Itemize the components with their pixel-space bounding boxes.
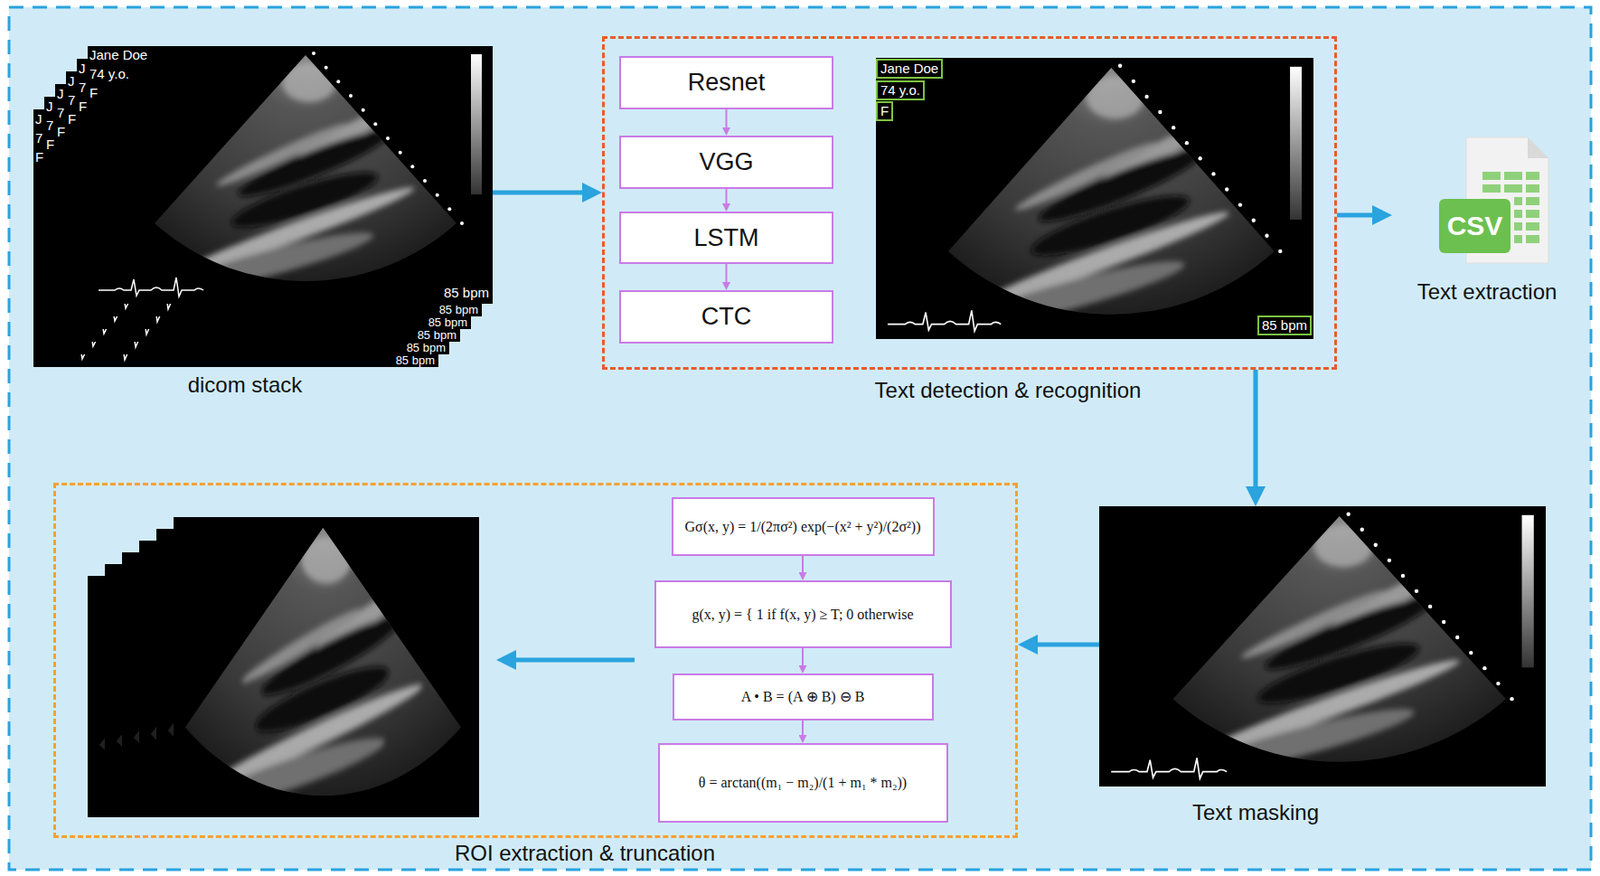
image-caption: Text masking	[1192, 800, 1319, 825]
formula-box: Gσ(x, y) = 1/(2πσ²) exp(−(x² + y²)/(2σ²)…	[671, 497, 935, 556]
stacked-overlay-text: 7	[56, 103, 65, 123]
icon-caption: Text extraction	[1417, 280, 1558, 304]
box-label: Resnet	[687, 68, 766, 97]
step-arrow	[725, 188, 728, 204]
dicom-frames	[33, 46, 493, 368]
stacked-overlay-text: 7	[46, 116, 54, 135]
stacked-overlay-text: 7	[67, 91, 76, 110]
flow-arrow	[1253, 369, 1259, 487]
detected-text: Jane Doe	[880, 60, 939, 77]
flow-arrow	[492, 190, 583, 196]
stage-group: ROI extraction & truncationGσ(x, y) = 1/…	[53, 482, 1018, 838]
flow-arrow	[1336, 213, 1373, 218]
detected-text-box: F	[875, 101, 894, 122]
step-arrow	[801, 720, 804, 735]
formula: A • B = (A ⊕ B) ⊖ B	[741, 687, 866, 706]
process-box: VGG	[619, 135, 834, 189]
stacked-overlay-text: 85 bpm	[439, 303, 479, 317]
background-panel	[9, 7, 1591, 870]
stacked-overlay-text: 85 bpm	[428, 316, 468, 330]
step-arrow	[801, 555, 804, 573]
step-arrow	[725, 263, 728, 283]
detected-text: F	[880, 103, 889, 120]
output-arrow	[496, 649, 635, 670]
stacked-overlay-text: F	[56, 122, 66, 142]
process-box: CTC	[619, 290, 834, 344]
formula-box: A • B = (A ⊕ B) ⊖ B	[672, 673, 934, 721]
stacked-overlay-text: 85 bpm	[417, 329, 457, 342]
csv-file-icon	[1439, 137, 1549, 264]
step-arrow	[725, 109, 728, 128]
stacked-overlay-text: 7	[78, 78, 86, 97]
stacked-overlay-text: 85 bpm	[395, 354, 435, 368]
overlay-text: 85 bpm	[443, 285, 490, 301]
group-caption: ROI extraction & truncation	[454, 841, 716, 866]
roi-frames	[87, 517, 480, 822]
formula: Gσ(x, y) = 1/(2πσ²) exp(−(x² + y²)/(2σ²)…	[684, 517, 921, 537]
formula-box: g(x, y) = { 1 if f(x, y) ≥ T; 0 otherwis…	[654, 580, 952, 649]
stack-caption: dicom stack	[188, 373, 303, 397]
group-caption: Text detection & recognition	[875, 378, 1142, 403]
stacked-overlay-text: F	[46, 135, 55, 154]
file-icon: CSV Text extraction	[1392, 135, 1582, 308]
detected-text: 85 bpm	[1261, 317, 1308, 334]
flow-arrow	[1037, 642, 1100, 648]
stacked-overlay-text: J	[78, 59, 86, 78]
stacked-overlay-text: F	[67, 110, 76, 129]
image-stack: dicom stack	[33, 46, 493, 368]
stacked-overlay-text: 85 bpm	[406, 341, 446, 355]
box-label: CTC	[701, 302, 753, 331]
box-label: VGG	[698, 148, 753, 177]
step-arrow	[801, 648, 804, 666]
detected-frame	[875, 57, 1314, 339]
stacked-overlay-text: J	[56, 84, 65, 104]
process-box: Resnet	[619, 56, 834, 110]
overlay-text: 74 y.o.	[89, 65, 130, 84]
detected-text-box: 85 bpm	[1257, 315, 1312, 336]
detected-text-box: Jane Doe	[875, 58, 943, 79]
stacked-overlay-text: J	[35, 110, 43, 129]
icon-badge: CSV	[1439, 198, 1511, 254]
overlay-text: Jane Doe	[89, 46, 148, 65]
overlay-text: F	[89, 84, 98, 103]
detected-text: 74 y.o.	[880, 82, 921, 99]
image-frame: Text masking	[1099, 506, 1546, 787]
process-box: LSTM	[619, 211, 834, 264]
masked-frame	[1099, 506, 1546, 787]
formula: θ = arctan((m₁ − m₂)/(1 + m₁ * m₂))	[698, 773, 907, 792]
stacked-overlay-text: F	[35, 148, 44, 167]
stacked-overlay-text: 7	[35, 129, 43, 148]
stacked-overlay-text: J	[46, 97, 54, 116]
stage-group: Text detection & recognitionResnetVGGLST…	[602, 36, 1337, 370]
formula-box: θ = arctan((m₁ − m₂)/(1 + m₁ * m₂))	[658, 743, 949, 823]
formula: g(x, y) = { 1 if f(x, y) ≥ T; 0 otherwis…	[691, 605, 913, 624]
stacked-overlay-text: F	[78, 97, 87, 116]
detected-text-box: 74 y.o.	[875, 80, 925, 101]
stacked-overlay-text: J	[67, 72, 76, 91]
box-label: LSTM	[693, 224, 759, 253]
